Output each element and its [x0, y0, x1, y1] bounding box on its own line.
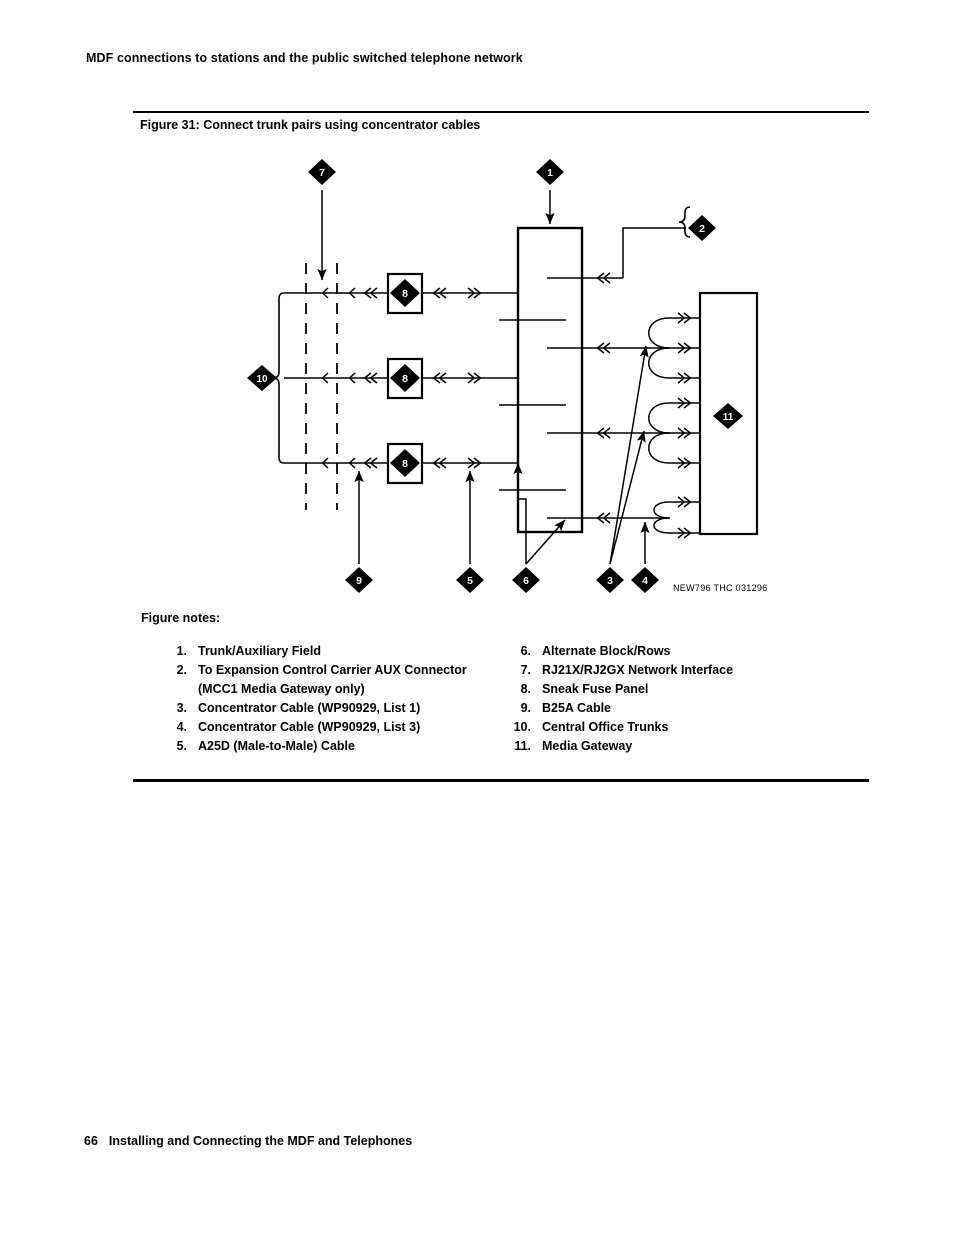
list-item-text: Concentrator Cable (WP90929, List 3): [198, 720, 421, 735]
list-item: 1. Trunk/Auxiliary Field: [161, 642, 501, 661]
figure-title: Figure 31: Connect trunk pairs using con…: [140, 118, 481, 132]
list-item-number: 3.: [176, 701, 187, 716]
list-item-text: Concentrator Cable (WP90929, List 1): [198, 701, 421, 716]
artwork-reference-code: NEW796 THC 031296: [673, 583, 768, 593]
list-item-text: To Expansion Control Carrier AUX Connect…: [198, 663, 467, 697]
list-item-text: Alternate Block/Rows: [542, 644, 671, 658]
running-head: MDF connections to stations and the publ…: [86, 51, 523, 65]
svg-text:10: 10: [256, 374, 268, 385]
figure-notes-column-right: 6. Alternate Block/Rows 7. RJ21X/RJ2GX N…: [505, 642, 855, 757]
list-item-number: 7.: [520, 663, 531, 678]
list-item: 2. To Expansion Control Carrier AUX Conn…: [161, 661, 501, 699]
svg-text:8: 8: [402, 288, 408, 300]
figure-notes-list-left: 1. Trunk/Auxiliary Field 2. To Expansion…: [161, 642, 501, 757]
list-item-number: 6.: [520, 644, 531, 658]
figure-notes-heading: Figure notes:: [141, 611, 221, 625]
figure-rule-top: [133, 111, 869, 113]
list-item-text: RJ21X/RJ2GX Network Interface: [542, 663, 734, 678]
svg-text:2: 2: [699, 223, 705, 235]
list-item: 9. B25A Cable: [505, 699, 855, 718]
figure-notes-list-right: 6. Alternate Block/Rows 7. RJ21X/RJ2GX N…: [505, 642, 855, 757]
list-item-number: 2.: [176, 663, 187, 678]
svg-text:3: 3: [607, 575, 613, 587]
svg-text:11: 11: [723, 412, 734, 423]
svg-text:9: 9: [356, 575, 362, 587]
list-item: 11. Media Gateway: [505, 737, 855, 756]
list-item-text: Trunk/Auxiliary Field: [198, 644, 321, 658]
svg-text:8: 8: [402, 373, 408, 385]
svg-text:8: 8: [402, 458, 408, 470]
list-item: 3. Concentrator Cable (WP90929, List 1): [161, 699, 501, 718]
list-item: 5. A25D (Male-to-Male) Cable: [161, 737, 501, 756]
list-item: 7. RJ21X/RJ2GX Network Interface: [505, 661, 855, 680]
list-item-number: 5.: [176, 739, 187, 754]
list-item: 10. Central Office Trunks: [505, 718, 855, 737]
list-item: 4. Concentrator Cable (WP90929, List 3): [161, 718, 501, 737]
list-item-text: Central Office Trunks: [542, 720, 669, 735]
callout-diamonds: 7 1 2 10 11 8 8 8: [247, 159, 743, 593]
list-item-text: A25D (Male-to-Male) Cable: [198, 739, 355, 754]
list-item-text: Media Gateway: [542, 739, 633, 754]
figure-notes-column-left: 1. Trunk/Auxiliary Field 2. To Expansion…: [161, 642, 501, 757]
list-item-number: 9.: [520, 701, 531, 716]
svg-text:5: 5: [467, 575, 473, 587]
figure-artwork: 7 1 2 10 11 8 8 8: [133, 150, 869, 605]
page-number: 66: [84, 1134, 98, 1148]
list-item: 8. Sneak Fuse Panel: [505, 680, 855, 699]
list-item-number: 8.: [520, 682, 531, 697]
page-footer: 66 Installing and Connecting the MDF and …: [84, 1134, 412, 1148]
list-item-text: Sneak Fuse Panel: [542, 682, 649, 697]
figure-rule-bottom: [133, 779, 869, 782]
svg-text:7: 7: [319, 167, 325, 179]
footer-chapter-title: Installing and Connecting the MDF and Te…: [108, 1134, 413, 1148]
list-item: 6. Alternate Block/Rows: [505, 642, 855, 661]
svg-text:4: 4: [642, 575, 648, 587]
list-item-text: B25A Cable: [542, 701, 612, 716]
svg-text:6: 6: [523, 575, 529, 587]
list-item-number: 4.: [176, 720, 187, 735]
list-item-number: 11.: [514, 739, 531, 754]
list-item-number: 1.: [176, 644, 187, 658]
svg-text:1: 1: [547, 167, 553, 179]
list-item-number: 10.: [513, 720, 531, 735]
